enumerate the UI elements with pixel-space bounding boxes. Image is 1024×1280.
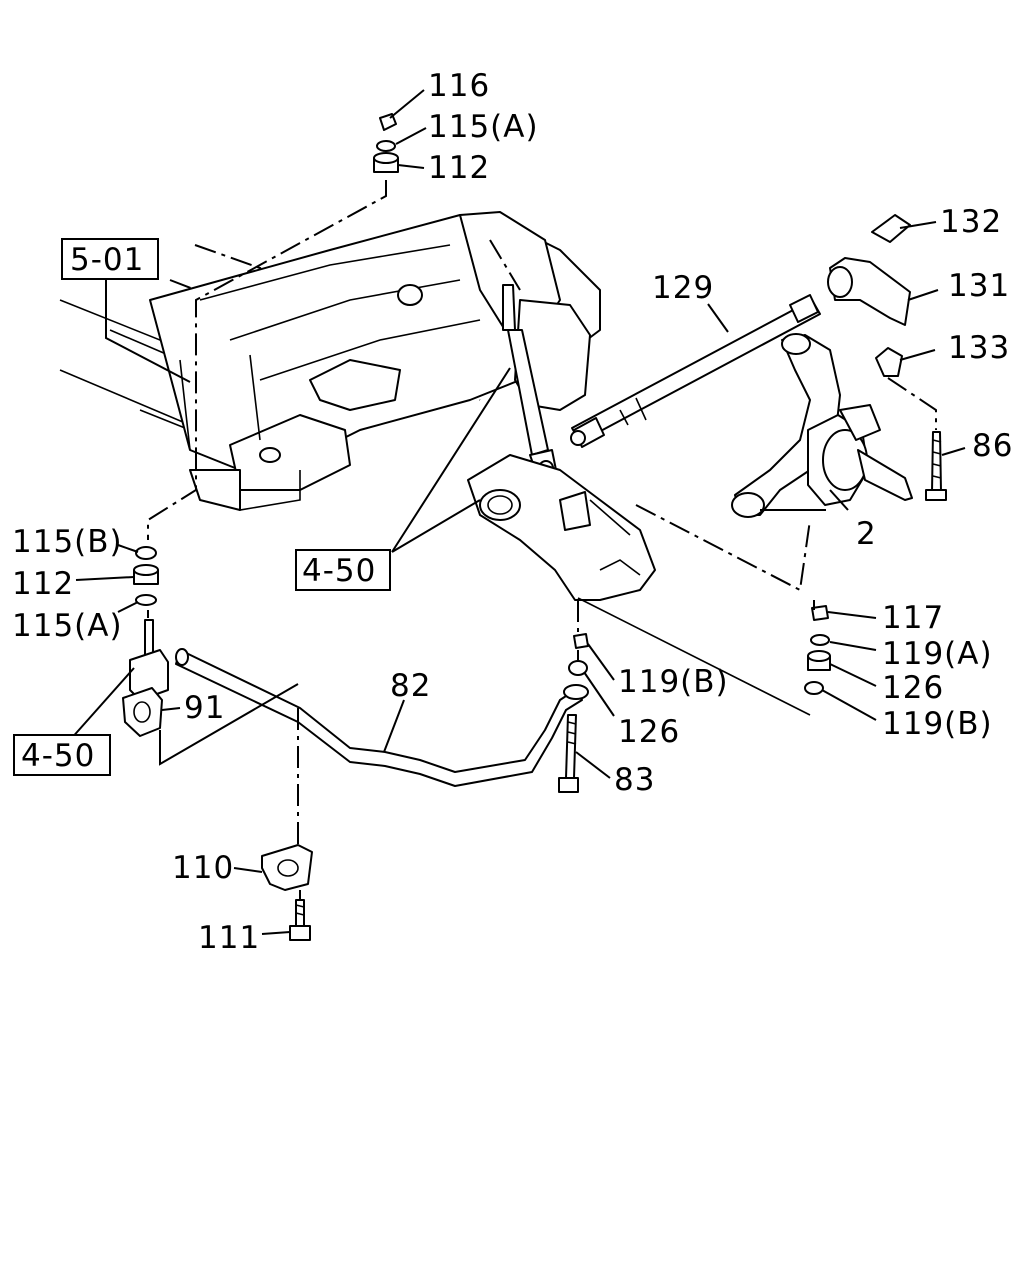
leader-lines <box>69 89 966 935</box>
ref-label-5-01: 5-01 <box>70 242 144 278</box>
part-label-133: 133 <box>948 330 1010 366</box>
steering-knuckle-drawing <box>731 333 913 518</box>
mid-hardware-stack <box>568 633 589 676</box>
part-label-117: 117 <box>882 600 944 636</box>
ref-label-4-50-left: 4-50 <box>21 738 95 774</box>
part-label-119b-mid: 119(B) <box>618 664 729 700</box>
left-hardware-stack <box>133 546 159 606</box>
part-label-2: 2 <box>856 516 877 552</box>
part-label-112-left: 112 <box>12 566 74 602</box>
part-label-132: 132 <box>940 204 1002 240</box>
part-label-126-mid: 126 <box>618 714 680 750</box>
part-label-111: 111 <box>198 920 260 956</box>
part-label-115a-left: 115(A) <box>12 608 123 644</box>
ref-box-5-01: 5-01 <box>61 238 159 280</box>
frame-crossmember-drawing <box>59 211 601 511</box>
upper-right-small-parts <box>827 214 947 501</box>
part-label-116: 116 <box>428 68 490 104</box>
part-label-119b-right: 119(B) <box>882 706 993 742</box>
part-label-86: 86 <box>972 428 1013 464</box>
torsion-bar-drawing <box>570 294 821 448</box>
part-label-110: 110 <box>172 850 234 886</box>
part-label-115b: 115(B) <box>12 524 123 560</box>
part-label-119a: 119(A) <box>882 636 993 672</box>
part-label-83: 83 <box>614 762 655 798</box>
part-label-115a-top: 115(A) <box>428 109 539 145</box>
stabilizer-bar-drawing <box>175 648 589 787</box>
part-label-126-right: 126 <box>882 670 944 706</box>
ref-box-4-50-mid: 4-50 <box>295 549 391 591</box>
clamp-bolt-drawing <box>261 844 313 941</box>
part-label-129: 129 <box>652 270 714 306</box>
ref-label-4-50-mid: 4-50 <box>302 553 376 589</box>
assembly-lines <box>147 180 937 900</box>
part-label-112-top: 112 <box>428 150 490 186</box>
right-hardware-stack <box>804 605 831 695</box>
part-label-131: 131 <box>948 268 1010 304</box>
lower-control-arm-drawing <box>467 454 656 601</box>
ref-box-4-50-left: 4-50 <box>13 734 111 776</box>
part-label-91: 91 <box>184 690 225 726</box>
part-labels: 116 115(A) 112 132 129 131 133 86 2 115(… <box>12 68 1013 956</box>
top-hardware-stack <box>373 113 399 173</box>
left-bracket-drawing <box>122 619 169 737</box>
link-bolt-drawing <box>558 714 579 793</box>
part-label-82: 82 <box>390 668 431 704</box>
